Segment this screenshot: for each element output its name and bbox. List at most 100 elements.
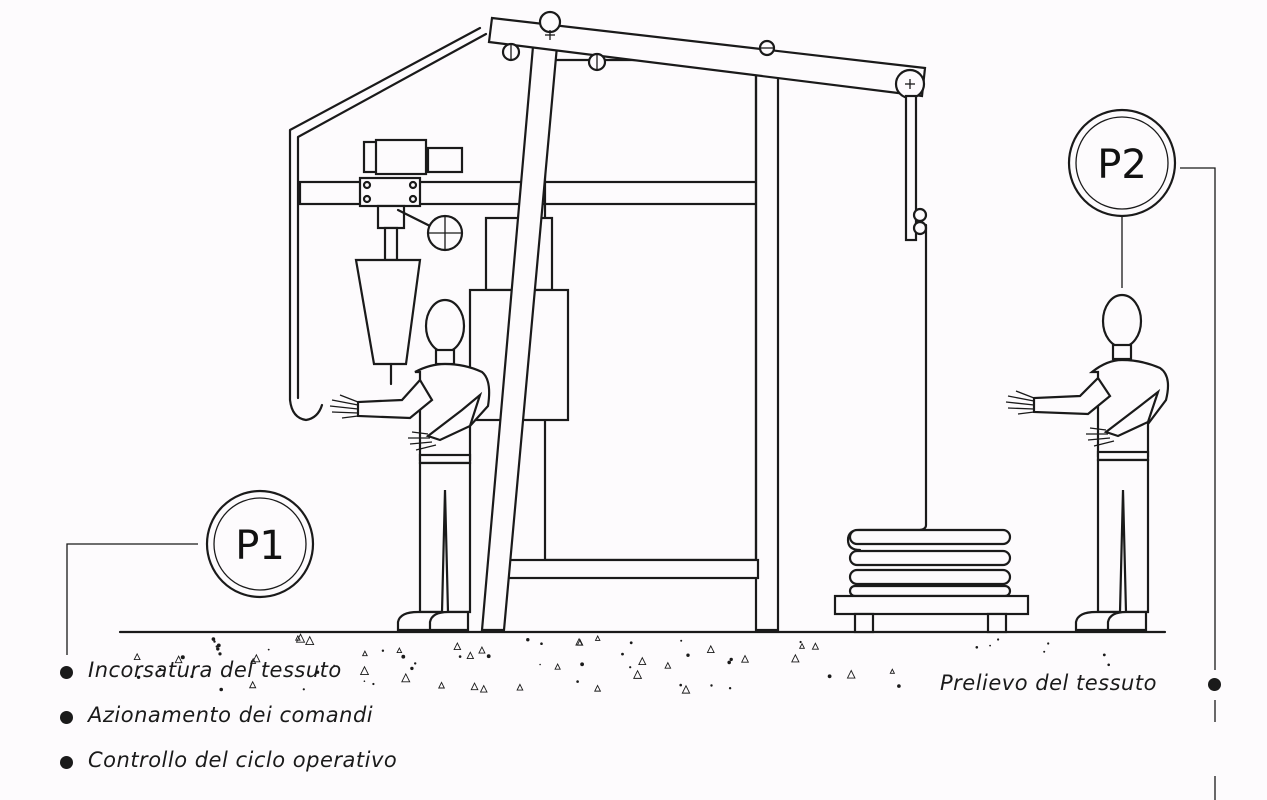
gravel-speck bbox=[216, 647, 220, 651]
gravel-speck bbox=[680, 639, 683, 642]
guide-rail-inner bbox=[296, 32, 488, 400]
gravel-speck bbox=[396, 647, 403, 654]
gravel-speck bbox=[458, 655, 462, 658]
gravel-speck bbox=[975, 646, 979, 649]
frame-upright bbox=[754, 68, 780, 632]
gravel-speck bbox=[315, 670, 320, 674]
task-item: Controllo del ciclo operativo bbox=[88, 748, 398, 772]
gravel-speck bbox=[686, 653, 690, 657]
gravel-speck bbox=[438, 681, 446, 689]
task-item: Incorsatura del tessuto bbox=[88, 658, 342, 682]
gravel-speck bbox=[798, 642, 806, 649]
gravel-speck bbox=[401, 672, 411, 683]
gravel-speck bbox=[333, 664, 335, 667]
gravel-speck bbox=[158, 667, 162, 671]
gravel-speck bbox=[638, 656, 647, 665]
gravel-speck bbox=[372, 682, 375, 686]
gravel-speck bbox=[1102, 653, 1106, 657]
frame-crossbar bbox=[506, 558, 760, 580]
gravel-speck bbox=[250, 657, 257, 664]
gravel-speck bbox=[997, 638, 1000, 641]
gravel-speck bbox=[302, 688, 305, 691]
gravel-speck bbox=[1107, 663, 1110, 667]
gravel-speck bbox=[681, 684, 691, 694]
gravel-speck bbox=[706, 644, 715, 653]
gravel-speck bbox=[526, 638, 530, 642]
gravel-speck bbox=[664, 661, 672, 669]
gravel-speck bbox=[740, 654, 750, 663]
gravel-speck bbox=[219, 687, 223, 692]
gravel-speck bbox=[470, 682, 479, 691]
gravel-speck bbox=[633, 669, 643, 679]
task-item: Prelievo del tessuto bbox=[940, 671, 1157, 695]
badge-p2-label: P2 bbox=[1097, 142, 1147, 188]
bullet-icon bbox=[1208, 678, 1221, 691]
gravel-speck bbox=[248, 680, 257, 689]
gravel-speck bbox=[629, 666, 632, 669]
gravel-speck bbox=[414, 662, 417, 665]
gravel-speck bbox=[729, 657, 733, 662]
bullet-icon bbox=[60, 666, 73, 679]
gravel-speck bbox=[295, 633, 306, 643]
gravel-speck bbox=[576, 680, 579, 683]
gravel-speck bbox=[580, 662, 584, 667]
operator-p1 bbox=[329, 298, 491, 632]
gravel-speck bbox=[381, 649, 385, 652]
gravel-speck bbox=[190, 675, 194, 679]
gravel-speck bbox=[516, 683, 524, 691]
gravel-speck bbox=[621, 652, 624, 656]
gravel-speck bbox=[554, 663, 561, 670]
gravel-speck bbox=[486, 654, 491, 659]
gravel-speck bbox=[1043, 650, 1046, 653]
gravel-speck bbox=[799, 640, 802, 644]
gravel-speck bbox=[211, 637, 216, 641]
floor-gravel bbox=[133, 633, 1110, 694]
gravel-speck bbox=[727, 660, 731, 665]
badge-p1: P1 bbox=[66, 489, 315, 655]
gravel-speck bbox=[539, 663, 541, 666]
gravel-speck bbox=[594, 634, 601, 641]
gravel-speck bbox=[213, 640, 216, 643]
gravel-speck bbox=[180, 655, 185, 660]
gravel-speck bbox=[1047, 642, 1050, 645]
gravel-speck bbox=[136, 675, 141, 679]
fabric-pile bbox=[833, 528, 1030, 634]
gravel-speck bbox=[363, 680, 366, 682]
bullet-icon bbox=[60, 756, 73, 769]
task-item: Azionamento dei comandi bbox=[88, 703, 374, 727]
gravel-speck bbox=[359, 665, 370, 675]
gravel-speck bbox=[540, 642, 543, 645]
top-beam bbox=[487, 10, 927, 100]
gravel-speck bbox=[267, 648, 270, 651]
gravel-speck bbox=[989, 644, 991, 647]
gravel-speck bbox=[305, 635, 315, 645]
bullet-icon bbox=[60, 711, 73, 724]
gravel-speck bbox=[889, 668, 896, 674]
gravel-speck bbox=[133, 652, 141, 661]
gravel-speck bbox=[791, 653, 800, 663]
gravel-speck bbox=[218, 652, 222, 656]
frame-back-panel bbox=[543, 58, 758, 562]
gravel-speck bbox=[401, 654, 406, 659]
fabric-path bbox=[846, 94, 928, 552]
gravel-speck bbox=[629, 641, 633, 645]
gravel-speck bbox=[478, 646, 486, 654]
gravel-speck bbox=[174, 655, 183, 664]
gravel-speck bbox=[216, 643, 221, 648]
gravel-speck bbox=[466, 651, 475, 660]
gravel-speck bbox=[594, 684, 602, 692]
gravel-speck bbox=[410, 666, 414, 671]
gravel-speck bbox=[710, 684, 713, 687]
gravel-speck bbox=[846, 669, 856, 679]
gravel-speck bbox=[453, 642, 462, 650]
operator-p2 bbox=[1005, 293, 1170, 632]
gravel-speck bbox=[897, 684, 901, 688]
gravel-speck bbox=[479, 684, 488, 693]
gravel-speck bbox=[252, 653, 261, 663]
gravel-speck bbox=[361, 650, 368, 657]
gravel-speck bbox=[827, 674, 832, 679]
gravel-speck bbox=[576, 638, 584, 646]
badge-p1-label: P1 bbox=[235, 523, 285, 569]
badge-p2: P2 bbox=[1067, 108, 1216, 800]
